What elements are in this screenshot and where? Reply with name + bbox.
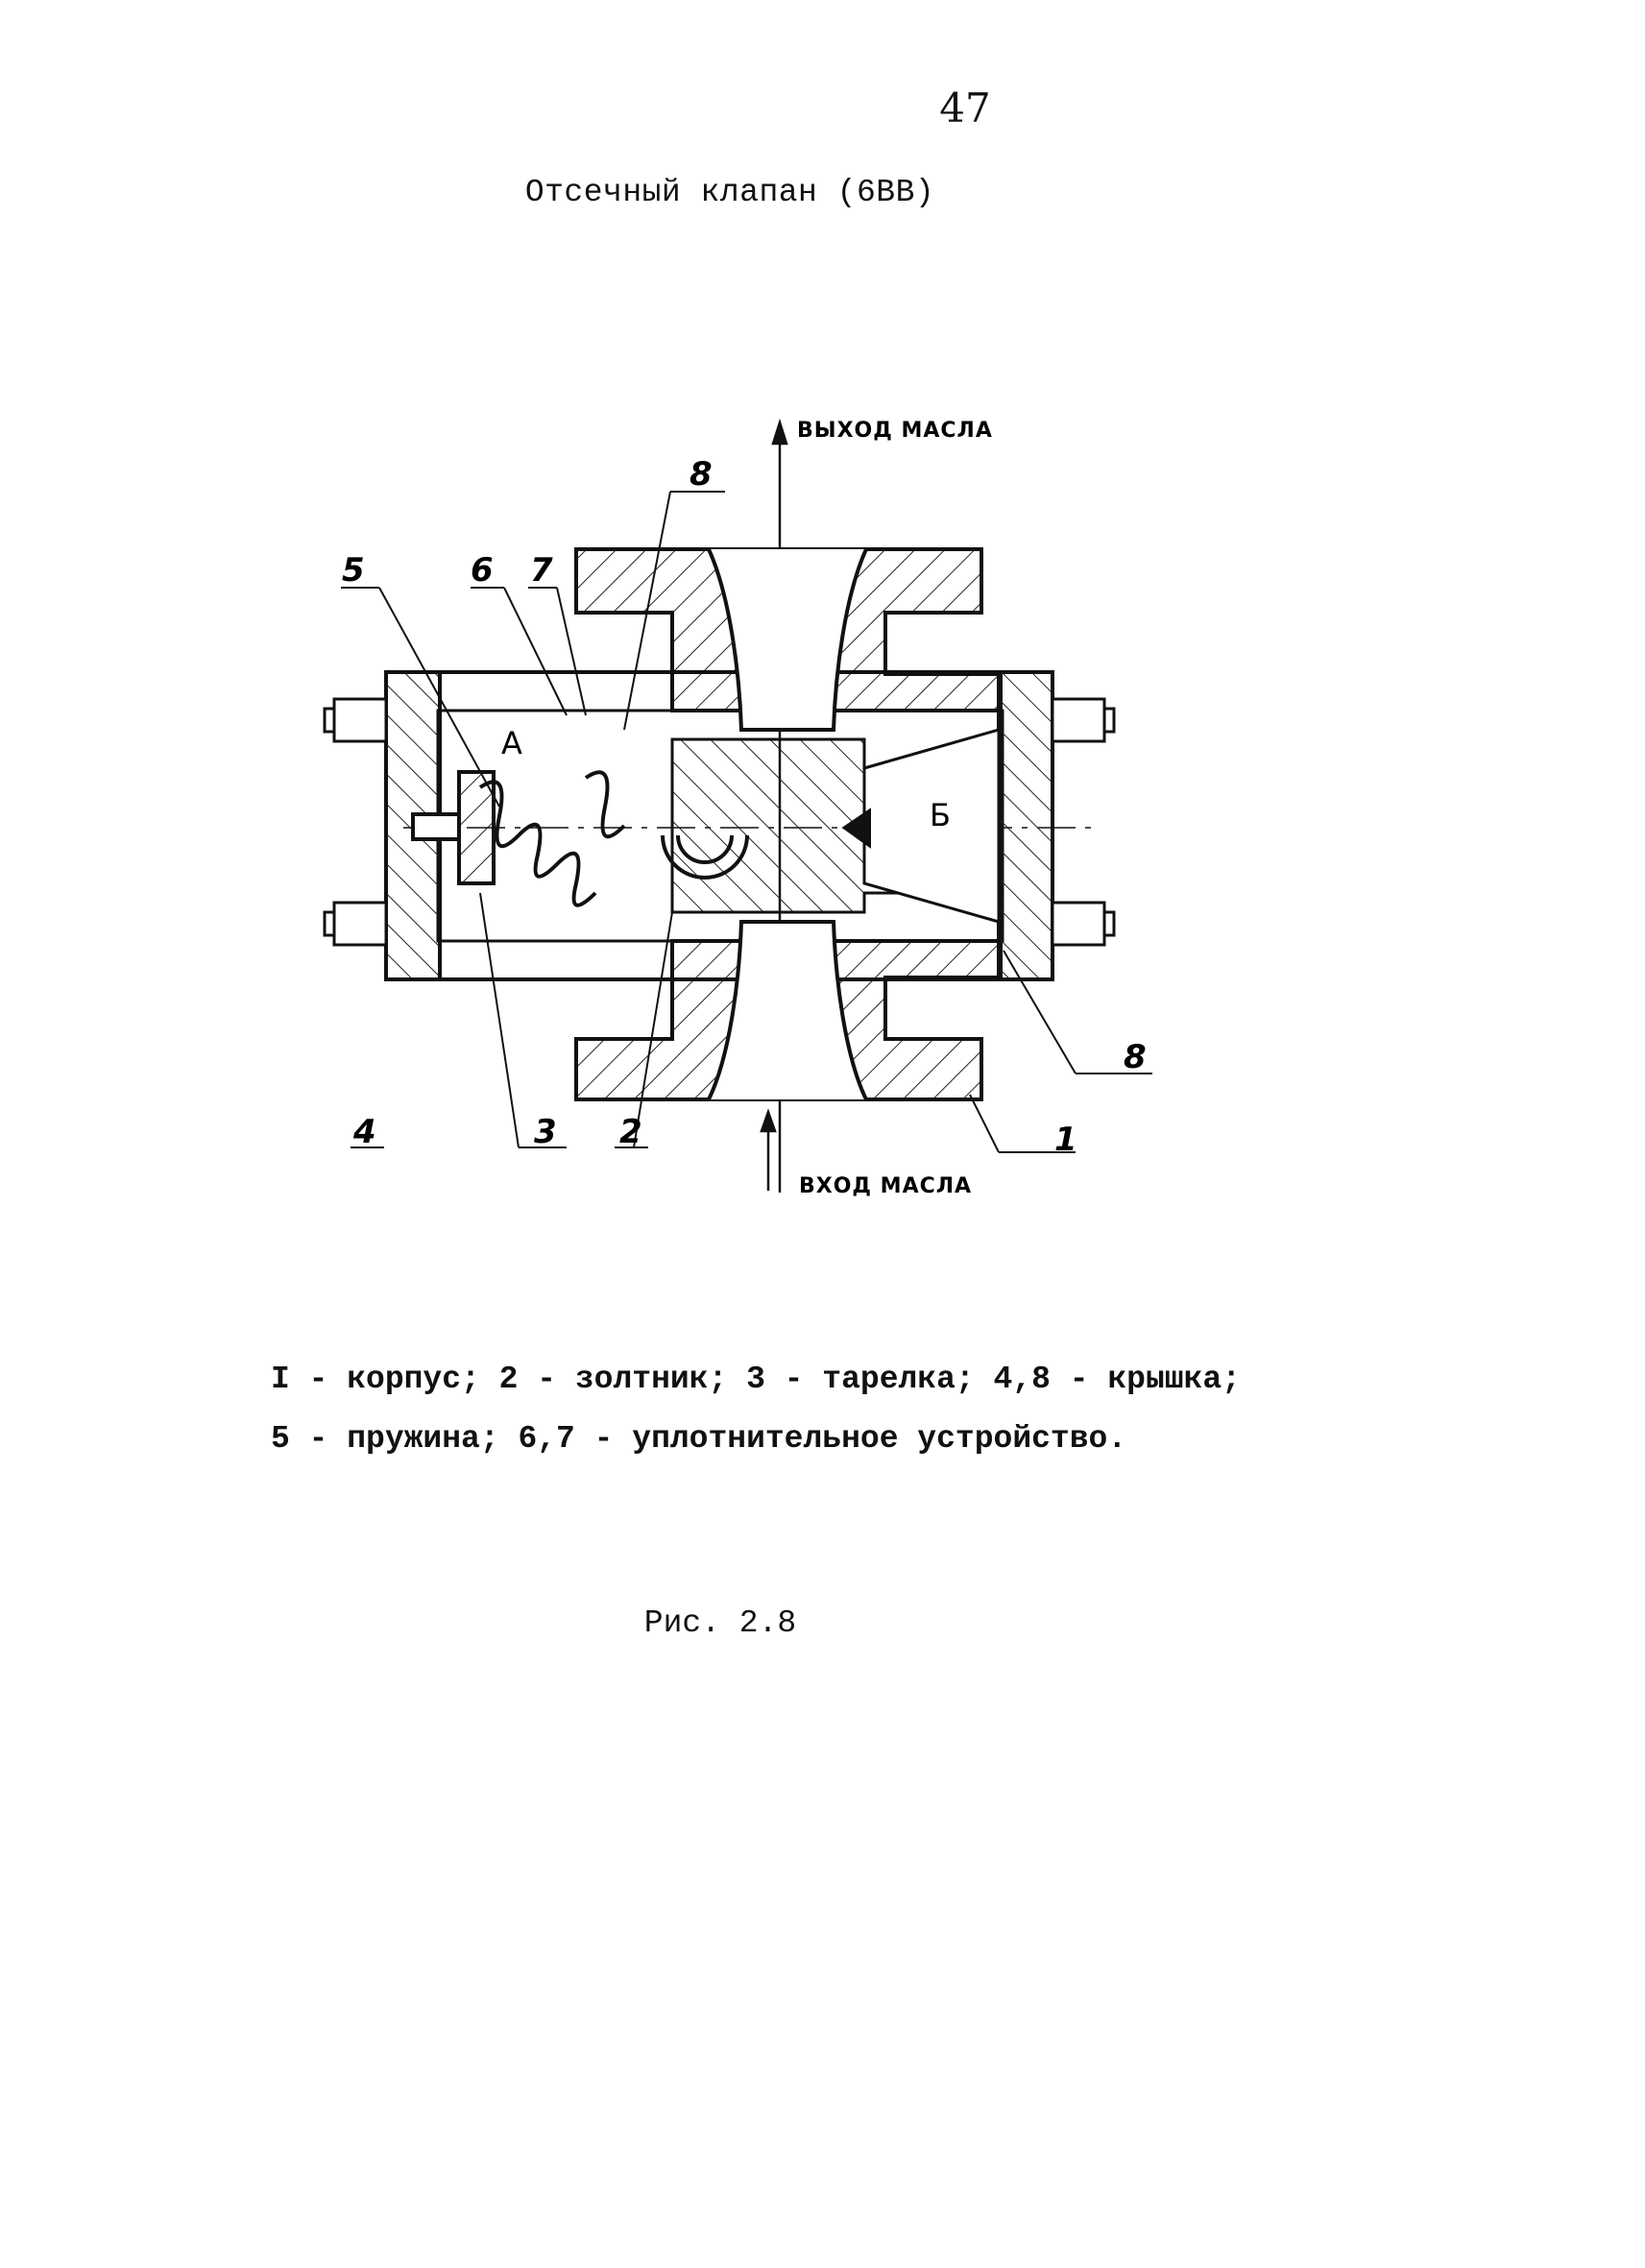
callout-4: 4 — [352, 1113, 376, 1151]
callout-7: 7 — [530, 551, 553, 590]
valve-body — [384, 547, 1054, 1101]
callout-6: 6 — [471, 551, 494, 590]
bolts — [323, 697, 1116, 947]
legend-line-2: 5 - пружина; 6,7 - уплотнительное устрой… — [271, 1421, 1127, 1457]
page-title: Отсечный клапан (6ВВ) — [524, 175, 935, 210]
flow-out-label: ВЫХОД МАСЛА — [797, 419, 993, 443]
callout-8-right: 8 — [1124, 1038, 1147, 1076]
spring — [411, 770, 749, 907]
leader-lines — [341, 491, 1152, 1153]
callout-8-top: 8 — [689, 455, 713, 494]
page-number: 47 — [939, 84, 991, 132]
cavity-a-label: А — [501, 725, 522, 761]
legend-line-1: I - корпус; 2 - золтник; 3 - тарелка; 4,… — [271, 1362, 1241, 1397]
callout-2: 2 — [619, 1113, 642, 1151]
callout-5: 5 — [342, 551, 365, 590]
callout-3: 3 — [534, 1113, 557, 1151]
flow-in-label: ВХОД МАСЛА — [799, 1174, 972, 1198]
cavity-b-label: Б — [930, 797, 951, 833]
callout-1: 1 — [1054, 1121, 1077, 1159]
figure-caption: Рис. 2.8 — [643, 1605, 797, 1641]
